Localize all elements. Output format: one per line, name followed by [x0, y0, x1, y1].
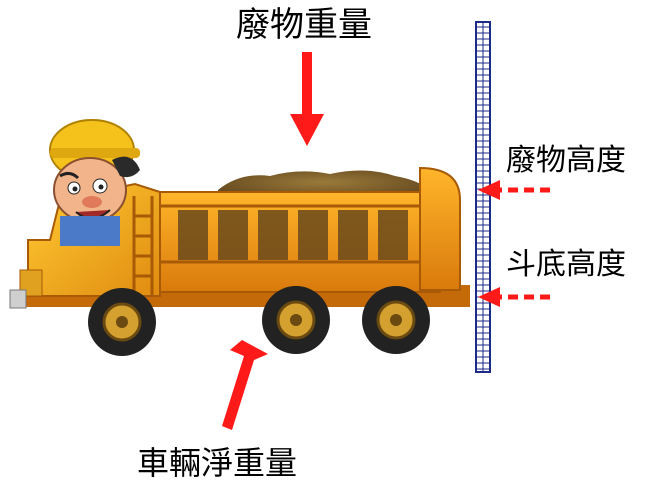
vehicle-net-weight-label: 車輛淨重量: [137, 444, 298, 482]
measuring-ruler: [475, 21, 491, 373]
vehicle-weight-arrow: [222, 340, 268, 430]
waste-height-label: 廢物高度: [506, 143, 626, 178]
waste-weight-label: 廢物重量: [236, 5, 372, 45]
driver-character: [49, 119, 140, 246]
waste-height-pointer: [478, 180, 550, 200]
wheel-front: [88, 288, 156, 356]
bed-height-pointer: [478, 287, 550, 307]
wheel-middle: [262, 286, 330, 354]
dump-truck: [9, 119, 470, 356]
wheel-rear: [362, 286, 430, 354]
bed-height-label: 斗底高度: [506, 247, 626, 282]
waste-weight-arrow: [290, 52, 324, 146]
